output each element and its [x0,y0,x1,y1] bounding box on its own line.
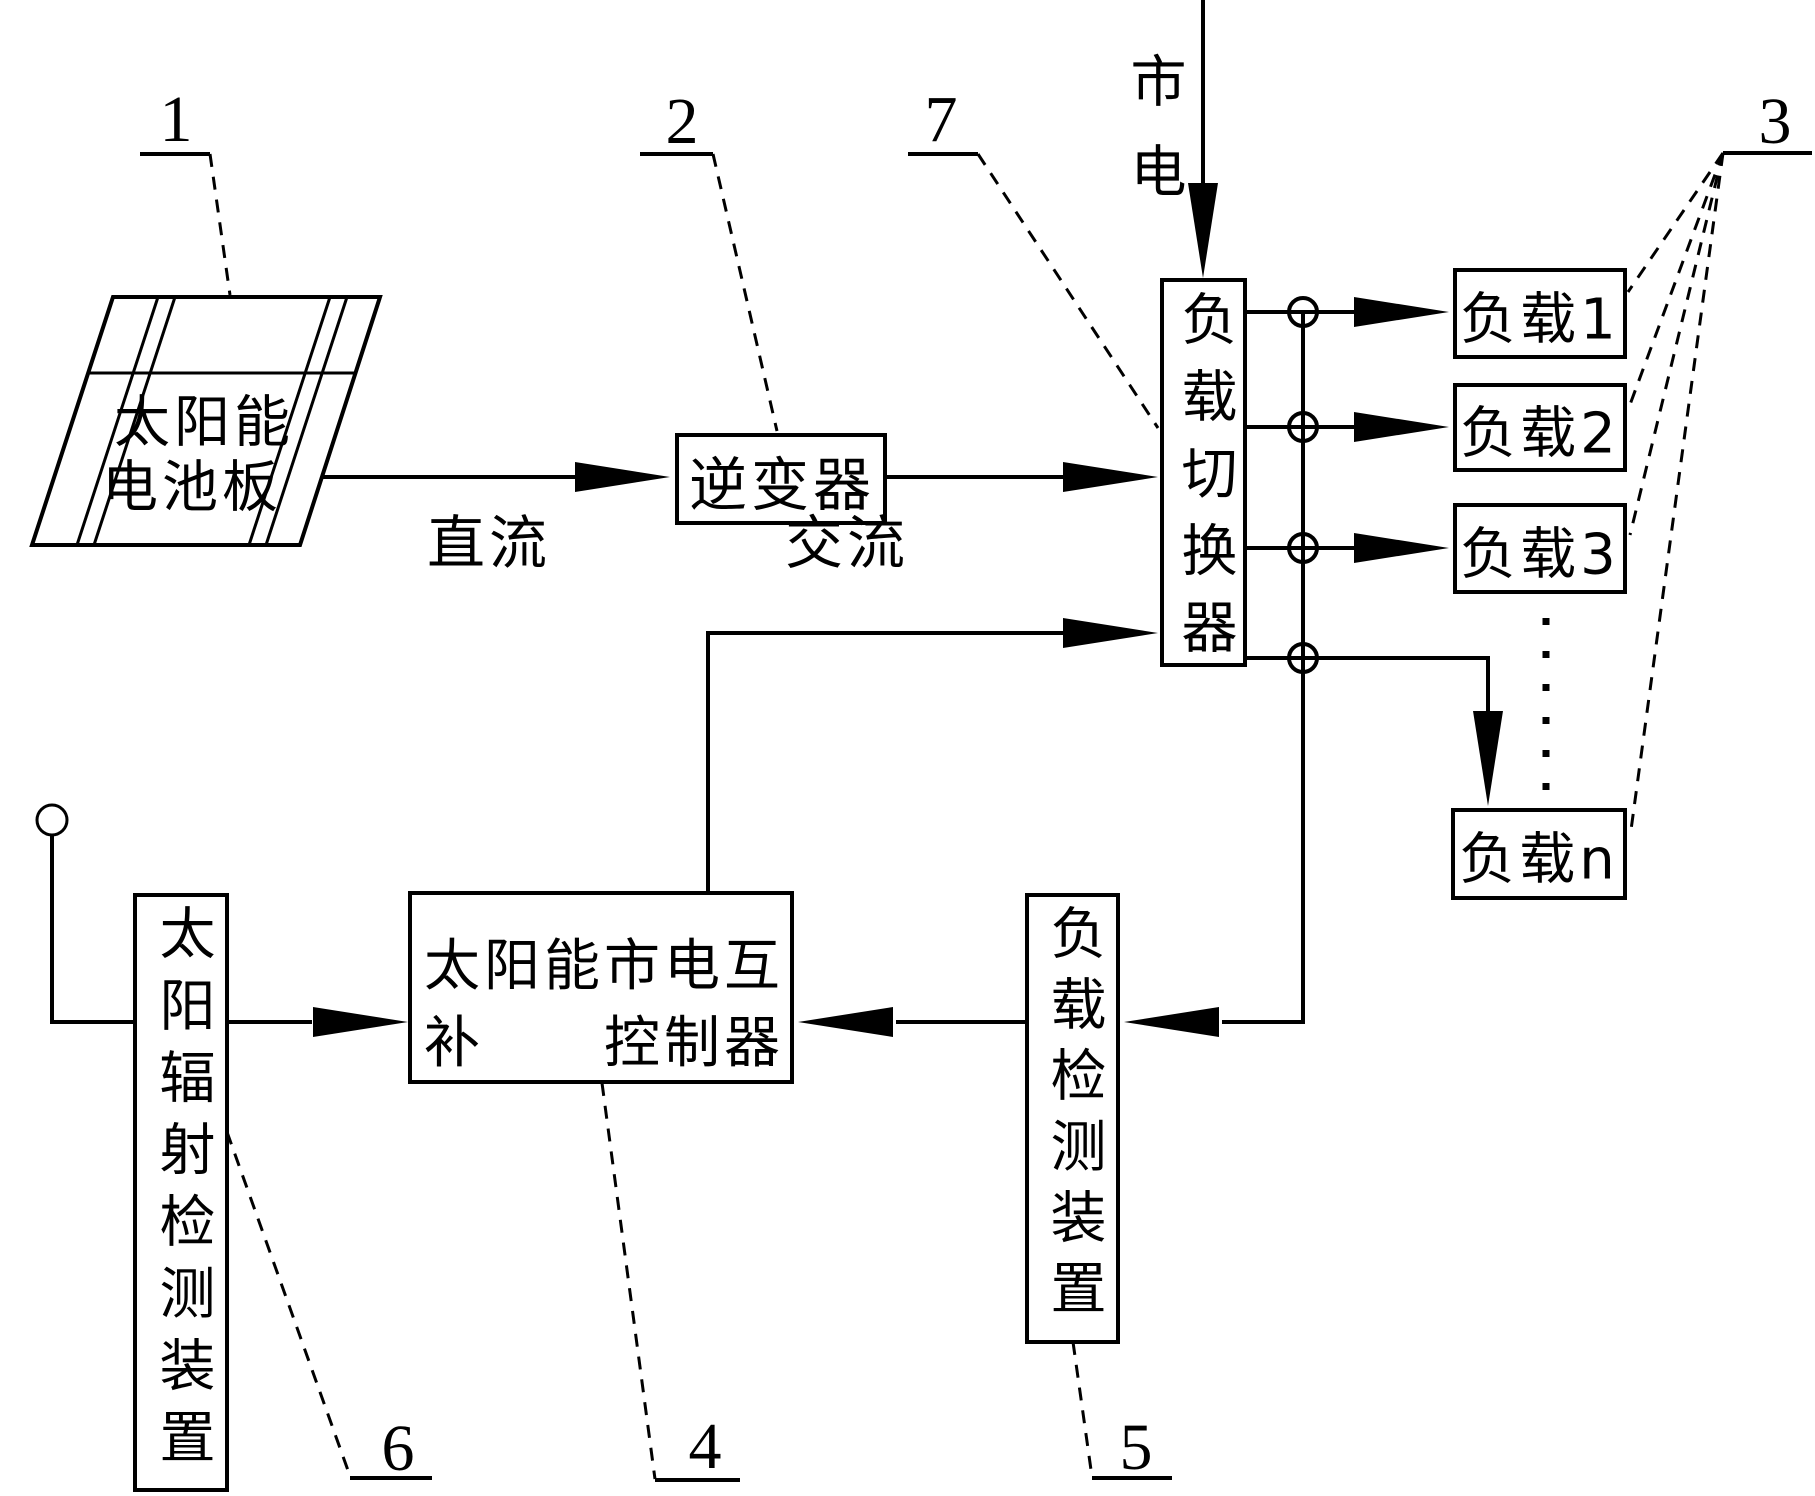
inverter-label: 逆变器 [688,451,876,519]
leader-7 [976,153,1160,429]
leader-6 [225,1131,352,1477]
leader-3a [1626,152,1725,293]
arrow-ac-into-switcher [1063,462,1158,492]
load3-box [1453,503,1627,594]
controller-to-switcher-line [706,631,1070,893]
radiation-sensor-circle [35,803,69,837]
solar-panel-label-line1: 太阳能 [114,390,294,456]
controller-label-line2: 补 控制器 [424,1011,784,1076]
arrow-into-load3 [1354,533,1449,563]
mains-label: 市电 [1121,52,1186,232]
component-boxes [133,268,1627,1492]
connection-lines [50,0,1490,1024]
sensor-stem-line [50,835,135,1024]
sense-column-line [1222,312,1305,1024]
ref-numeral-5: 5 [1119,1411,1153,1484]
arrow-into-load-detector [1124,1007,1219,1037]
load-switcher-box [1160,278,1247,667]
ac-flow-label: 交流 [784,509,910,577]
arrow-into-load1 [1354,297,1449,327]
ref-numeral-7: 7 [924,83,958,156]
arrow-dc-into-inverter [575,462,670,492]
outputN-line [1245,656,1490,718]
ref-numeral-2: 2 [665,85,699,158]
controller-box [408,891,794,1084]
load3-label: 负载3 [1460,522,1620,588]
solar-panel-shape [29,295,383,547]
leader-1 [208,153,232,296]
node-circle-1 [1287,296,1319,328]
load-switcher-label: 负载切换器 [1172,290,1237,675]
leader-3b [1626,152,1725,411]
leader-3d [1629,152,1725,831]
leader-lines [208,152,1725,1480]
load-detector-box [1025,893,1120,1344]
radiation-detector-label: 太阳辐射检测装置 [150,904,215,1480]
load1-label: 负载1 [1460,287,1620,353]
ref-numeral-6: 6 [381,1412,415,1485]
arrow-into-load2 [1354,412,1449,442]
controller-label-line1: 太阳能市电互 [424,934,784,999]
ref-numeral-1: 1 [159,83,193,156]
dc-flow-label: 直流 [426,509,552,577]
node-circle-3 [1287,532,1319,564]
arrow-into-loadn [1473,711,1503,806]
leader-2 [711,153,779,432]
connection-node-circles [35,296,1319,837]
load2-label: 负载2 [1460,401,1620,467]
load1-box [1453,268,1627,359]
arrow-mains-down [1188,183,1218,278]
node-circle-4 [1287,642,1319,674]
solar-panel-label-line2: 电池板 [102,455,282,521]
loadn-label: 负载n [1459,827,1619,893]
ref-numeral-3: 3 [1758,85,1792,158]
load2-box [1453,383,1627,472]
arrow-controller-into-switcher [1063,618,1158,648]
arrow-detector-into-controller [798,1007,893,1037]
loadn-box [1451,808,1627,900]
leader-4 [600,1082,657,1480]
load-detector-label: 负载检测装置 [1041,904,1106,1330]
leader-3c [1628,152,1725,536]
numeral-underlines [140,151,1812,1482]
leader-5 [1071,1341,1094,1478]
node-circle-2 [1287,411,1319,443]
arrowheads [313,183,1503,1037]
radiation-detector-box [133,893,229,1492]
arrow-radiation-into-controller [313,1007,408,1037]
ref-numeral-4: 4 [688,1410,722,1483]
